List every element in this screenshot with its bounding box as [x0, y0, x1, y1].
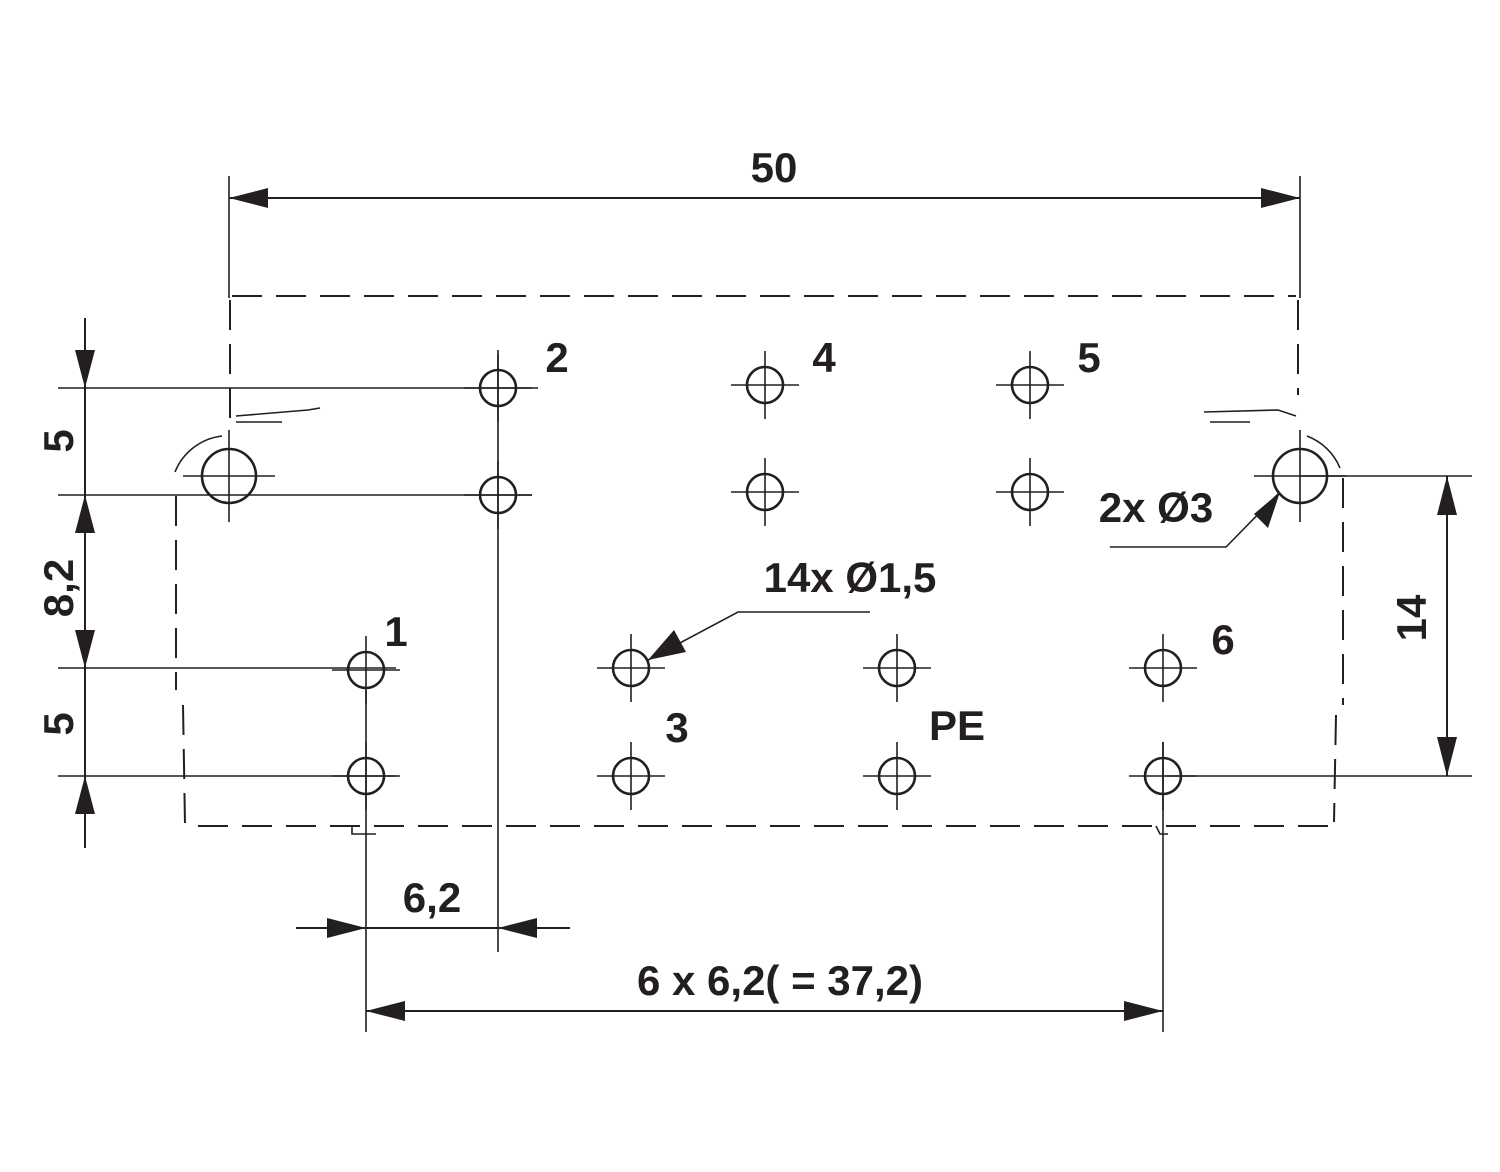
pin-hole-1-circle: [478, 368, 518, 408]
pin-label-pe: PE: [929, 702, 985, 749]
pin-hole-5: [731, 458, 799, 526]
housing-outline: [174, 295, 1344, 835]
pin-hole-13: [863, 742, 931, 810]
pin-hole-5-circle: [745, 472, 785, 512]
pin-hole-14: [1129, 742, 1197, 810]
pin-hole-9: [863, 634, 931, 702]
pin-label-3: 3: [665, 704, 688, 751]
pin-hole-3: [996, 351, 1064, 419]
pin-hole-13-circle: [877, 756, 917, 796]
dim-pitch: 6,2: [403, 874, 461, 921]
pin-hole-10: [1129, 634, 1197, 702]
dim-row-offset-bottom: 5: [35, 712, 82, 735]
pin-hole-12-circle: [611, 756, 651, 796]
extension-lines: [58, 176, 1472, 1032]
pin-hole-10-circle: [1143, 648, 1183, 688]
pin-hole-14-circle: [1143, 756, 1183, 796]
dim-height-total: 14: [1388, 594, 1435, 641]
pin-label-6: 6: [1211, 616, 1234, 663]
pin-hole-4: [464, 461, 532, 529]
pin-hole-8-circle: [611, 648, 651, 688]
dim-overall-width: 50: [751, 144, 798, 191]
pin-hole-6: [996, 458, 1064, 526]
leader-lines: [647, 491, 1281, 661]
pin-hole-3-circle: [1010, 365, 1050, 405]
dim-pitch-total: 6 x 6,2( = 37,2): [637, 957, 923, 1004]
callout-pin-holes: 14x Ø1,5: [764, 554, 937, 601]
pin-hole-7-circle: [346, 650, 386, 690]
pin-hole-8: [597, 634, 665, 702]
pin-hole-6-circle: [1010, 472, 1050, 512]
callout-mount-holes: 2x Ø3: [1099, 484, 1213, 531]
pin-hole-4-circle: [478, 475, 518, 515]
pin-hole-2-circle: [745, 365, 785, 405]
pin-hole-9-circle: [877, 648, 917, 688]
pin-hole-11: [332, 742, 400, 810]
pin-hole-2: [731, 351, 799, 419]
pin-hole-7: [332, 636, 400, 704]
pin-label-1: 1: [384, 608, 407, 655]
pin-label-4: 4: [812, 334, 836, 381]
dim-row-offset-top: 5: [35, 429, 82, 452]
holes: [183, 351, 1346, 810]
mount-hole-2: [1254, 430, 1346, 522]
pin-hole-11-circle: [346, 756, 386, 796]
pin-hole-12: [597, 742, 665, 810]
dim-row-spacing-middle: 8,2: [35, 559, 82, 617]
dimension-lines: [75, 188, 1457, 1021]
pin-label-5: 5: [1077, 334, 1100, 381]
pin-hole-1: [464, 354, 532, 422]
mount-hole-1-circle: [200, 447, 258, 505]
mount-hole-2-circle: [1271, 447, 1329, 505]
mount-hole-1: [183, 430, 275, 522]
pin-label-2: 2: [545, 334, 568, 381]
